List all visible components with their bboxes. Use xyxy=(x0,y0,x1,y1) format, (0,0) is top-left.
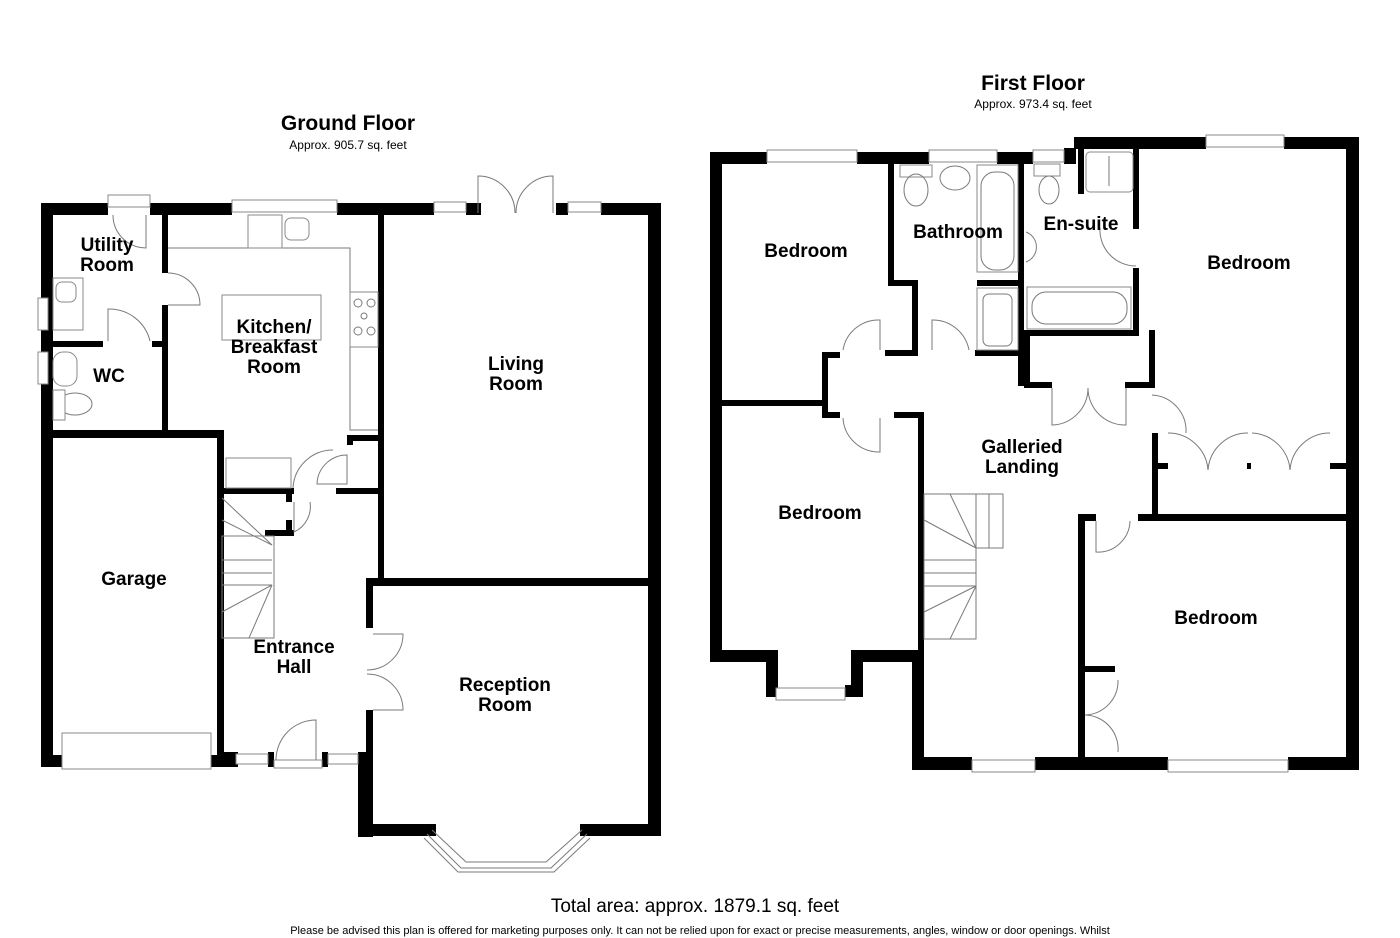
room-label-kitchen: Kitchen/ Breakfast Room xyxy=(230,317,318,378)
room-label-living: Living Room xyxy=(488,354,544,395)
room-label-wc: WC xyxy=(93,366,125,387)
first-floor-title: First Floor xyxy=(981,72,1085,95)
room-label-garage: Garage xyxy=(101,569,167,590)
room-label-en-suite: En-suite xyxy=(1043,214,1119,235)
room-label-bedroom-1: Bedroom xyxy=(764,241,848,262)
ground-floor-area: Approx. 905.7 sq. feet xyxy=(289,138,407,152)
room-label-galleried-landing: Galleried Landing xyxy=(981,437,1063,478)
room-label-entrance-hall: Entrance Hall xyxy=(253,637,335,678)
room-label-reception: Reception Room xyxy=(459,675,551,716)
room-label-bedroom-2: Bedroom xyxy=(778,503,862,524)
room-label-bathroom: Bathroom xyxy=(913,222,1003,243)
room-label-bedroom-3: Bedroom xyxy=(1174,608,1258,629)
ground-floor-title: Ground Floor xyxy=(280,112,416,135)
ground-floor-plan xyxy=(37,175,661,873)
first-floor-area: Approx. 973.4 sq. feet xyxy=(974,97,1092,111)
room-label-utility: Utility Room xyxy=(80,235,134,276)
first-floor-plan xyxy=(710,134,1359,773)
room-label-bedroom-master: Bedroom xyxy=(1207,253,1291,274)
total-area: Total area: approx. 1879.1 sq. feet xyxy=(550,896,840,917)
